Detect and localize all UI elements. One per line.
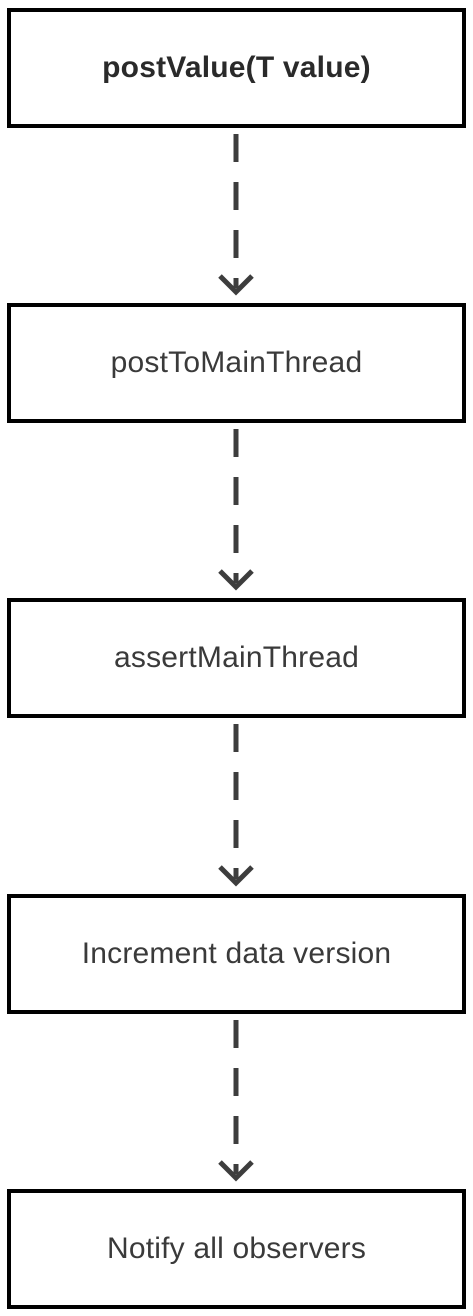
- flow-step-increment-data-version: Increment data version: [7, 894, 466, 1014]
- flow-step-post-value: postValue(T value): [7, 8, 466, 128]
- flow-step-assert-main-thread: assertMainThread: [7, 598, 466, 718]
- flow-step-label: Notify all observers: [106, 1232, 367, 1265]
- flow-step-label: Increment data version: [81, 937, 392, 970]
- flow-step-notify-all-observers: Notify all observers: [7, 1189, 466, 1309]
- dashed-arrow-connector: [218, 134, 254, 296]
- flow-step-post-to-main-thread: postToMainThread: [7, 303, 466, 423]
- flow-step-label: assertMainThread: [114, 641, 359, 674]
- flow-step-label: postValue(T value): [102, 51, 371, 84]
- flow-step-label: postToMainThread: [110, 346, 363, 379]
- dashed-arrow-connector: [218, 724, 254, 887]
- dashed-arrow-connector: [218, 429, 254, 591]
- dashed-arrow-connector: [218, 1020, 254, 1182]
